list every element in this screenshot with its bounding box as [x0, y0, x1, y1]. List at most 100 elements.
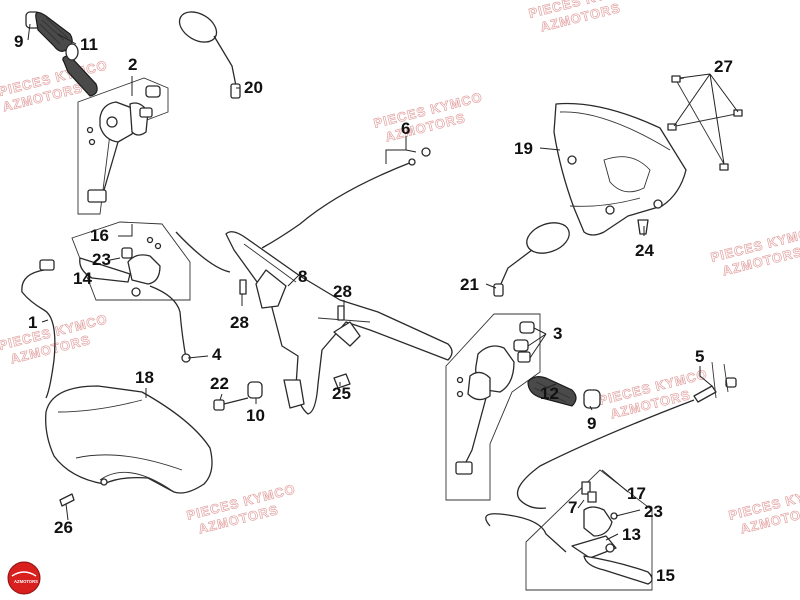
lever-arm-shape — [79, 257, 131, 283]
callout-1[interactable]: 1 — [28, 313, 37, 332]
callout-25[interactable]: 25 — [332, 384, 351, 403]
cover-contour-shape — [57, 399, 183, 493]
cable-shape — [149, 285, 187, 359]
brand-badge: AZMOTORS — [7, 561, 41, 595]
callout-23[interactable]: 23 — [644, 502, 663, 521]
bolt-28-shape — [239, 279, 247, 295]
leader-line — [109, 257, 121, 261]
callout-18[interactable]: 18 — [135, 368, 154, 387]
handlebar-bracket-shape — [333, 321, 361, 347]
switch-connector-shape — [87, 189, 107, 203]
callout-21[interactable]: 21 — [460, 275, 479, 294]
callout-11[interactable]: 11 — [80, 35, 98, 54]
switch-plug-shape — [139, 107, 153, 118]
callout-10[interactable]: 10 — [246, 406, 265, 425]
callout-24[interactable]: 24 — [635, 241, 654, 260]
switch-wire-shape — [95, 141, 119, 197]
callout-17[interactable]: 17 — [627, 484, 646, 503]
leader-line — [673, 73, 739, 165]
callout-16[interactable]: 16 — [90, 226, 109, 245]
front-cover-part — [45, 385, 213, 494]
callout-23[interactable]: 23 — [92, 250, 111, 269]
cable-guide-shape — [711, 361, 729, 399]
callout-13[interactable]: 13 — [622, 525, 641, 544]
callout-19[interactable]: 19 — [514, 139, 533, 158]
bolt-28-shape — [337, 305, 345, 321]
callout-20[interactable]: 20 — [244, 78, 263, 97]
lever-blade-shape — [583, 555, 653, 585]
cable-shape — [516, 399, 695, 509]
callout-14[interactable]: 14 — [73, 269, 92, 288]
screw-head-shape — [59, 493, 75, 507]
handlebar-part — [225, 231, 453, 415]
leader-line — [527, 327, 547, 359]
leader-line — [287, 273, 301, 287]
cable-nut-shape — [725, 377, 737, 388]
callout-5[interactable]: 5 — [695, 347, 704, 366]
callout-4[interactable]: 4 — [212, 345, 222, 364]
lever-pivot-shape — [605, 543, 615, 553]
clip-shape — [733, 109, 743, 117]
callout-9[interactable]: 9 — [14, 32, 23, 51]
leader-line — [187, 355, 209, 359]
leader-line — [539, 147, 561, 151]
clip-shape — [719, 163, 729, 171]
cable-end-shape — [421, 147, 431, 157]
cover-body-shape — [553, 102, 687, 236]
leader-line — [219, 393, 223, 401]
handlebar-bracket-shape — [255, 269, 287, 309]
switch-knob-shape — [519, 321, 535, 334]
leader-line — [605, 533, 619, 541]
throttle-tube-shape — [62, 55, 98, 97]
cover-body-shape — [45, 385, 213, 494]
leader-line — [57, 33, 77, 45]
clip-shape — [667, 123, 677, 131]
callout-26[interactable]: 26 — [54, 518, 73, 537]
mirror-base-shape — [493, 283, 504, 297]
callout-12[interactable]: 12 — [540, 384, 559, 403]
leader-line — [649, 573, 653, 577]
callout-27[interactable]: 27 — [714, 57, 733, 76]
callout-6[interactable]: 6 — [401, 119, 410, 138]
callout-28[interactable]: 28 — [230, 313, 249, 332]
left-switch-group — [77, 77, 169, 215]
badge-swoosh-icon — [11, 571, 37, 577]
callout-22[interactable]: 22 — [210, 374, 229, 393]
cable-fitting-shape — [408, 158, 416, 166]
group-box-16 — [71, 221, 191, 301]
switch-knob-shape — [517, 351, 531, 363]
cable-6-part — [261, 147, 431, 249]
callout-2[interactable]: 2 — [128, 55, 137, 74]
callout-7[interactable]: 7 — [568, 498, 577, 517]
handlebar-cover-part — [553, 75, 743, 236]
bolt-7-shape — [581, 481, 591, 495]
leader-line — [65, 503, 69, 521]
callout-9[interactable]: 9 — [587, 414, 596, 433]
leader-line — [118, 224, 133, 237]
grip-end-cap-shape — [583, 389, 601, 409]
switch-connector-shape — [455, 461, 473, 475]
mirror-stem-shape — [213, 35, 237, 87]
cable-5-part — [516, 361, 737, 509]
cable-4-part — [149, 285, 191, 363]
screw-shape — [154, 242, 162, 250]
clip-shape — [653, 199, 663, 209]
callout-15[interactable]: 15 — [656, 566, 675, 585]
callout-8[interactable]: 8 — [298, 267, 307, 286]
cover-recess-shape — [603, 156, 651, 193]
callout-3[interactable]: 3 — [553, 324, 562, 343]
left-mirror-part — [178, 11, 241, 99]
nut-25-shape — [333, 373, 351, 389]
badge-circle-shape — [7, 561, 41, 595]
cable-shape — [21, 269, 56, 399]
cover-hole-shape — [567, 155, 577, 165]
lever-mount-shape — [571, 535, 617, 559]
cover-edge-shape — [559, 111, 671, 207]
cover-hole-shape — [605, 205, 615, 215]
grip-flange-shape — [65, 43, 79, 61]
right-grip-part — [527, 376, 601, 409]
leader-line — [589, 405, 593, 411]
left-lever-group — [71, 221, 231, 301]
callout-28[interactable]: 28 — [333, 282, 352, 301]
leader-lines — [27, 23, 739, 577]
